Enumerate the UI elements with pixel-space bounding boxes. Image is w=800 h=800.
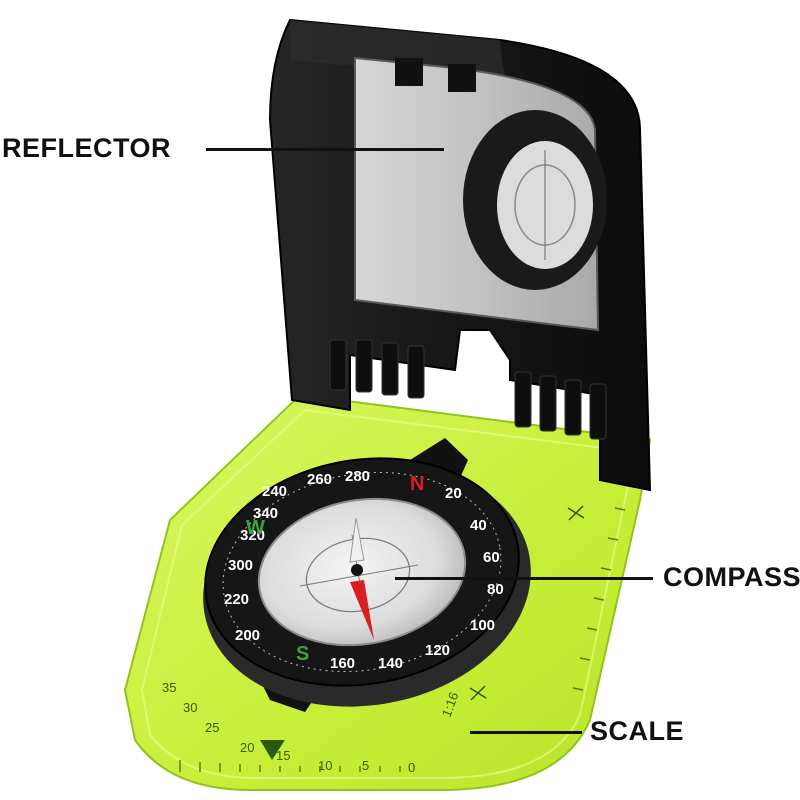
mirror-compass-reflection bbox=[463, 110, 607, 290]
bezel-degree: 300 bbox=[228, 557, 253, 574]
ruler-number: 30 bbox=[183, 700, 197, 715]
bezel-degree: 340 bbox=[253, 505, 278, 522]
compass-label: COMPASS bbox=[663, 562, 800, 592]
ruler-ticks bbox=[179, 760, 401, 772]
bezel-degree: 220 bbox=[224, 591, 249, 608]
cardinal-north: N bbox=[410, 473, 424, 495]
cardinal-west: W bbox=[246, 517, 265, 539]
ruler-number: 5 bbox=[362, 758, 369, 773]
bezel-degree: 200 bbox=[235, 627, 260, 644]
compass-needle-north-icon bbox=[349, 517, 365, 563]
ruler-number: 35 bbox=[162, 680, 176, 695]
bezel-degree: 140 bbox=[378, 655, 403, 672]
ruler-number: 20 bbox=[240, 740, 254, 755]
ruler-number: 25 bbox=[205, 720, 219, 735]
compass-housing: 240 260 280 20 40 60 80 100 120 140 160 … bbox=[203, 438, 531, 712]
bezel-degree: 320 bbox=[240, 527, 265, 544]
bezel-degree: 120 bbox=[425, 642, 450, 659]
scale-label: SCALE bbox=[590, 716, 685, 746]
reflector-lid bbox=[268, 18, 652, 492]
cardinal-south: S bbox=[296, 643, 309, 665]
bezel-degree: 100 bbox=[470, 617, 495, 634]
bezel-degree: 60 bbox=[483, 549, 500, 566]
bezel-degree: 40 bbox=[470, 517, 487, 534]
bezel-degree: 240 bbox=[262, 483, 287, 500]
scale-callout-line bbox=[470, 731, 582, 734]
compass-needle-south-icon bbox=[350, 580, 374, 640]
crosshair-mark bbox=[469, 505, 585, 701]
reflector-callout-line bbox=[206, 148, 444, 151]
bezel-degree: 20 bbox=[445, 485, 462, 502]
bezel-degree: 280 bbox=[345, 468, 370, 485]
ruler-number: 0 bbox=[408, 760, 415, 775]
bezel-degree: 260 bbox=[307, 471, 332, 488]
reflector-label: REFLECTOR bbox=[2, 133, 172, 163]
ruler-number: 15 bbox=[276, 748, 290, 763]
bezel-degree: 80 bbox=[487, 581, 504, 598]
compass-callout-line bbox=[395, 577, 653, 580]
direction-arrow-icon bbox=[260, 740, 285, 760]
ruler-number: 10 bbox=[318, 758, 332, 773]
bezel-degree: 160 bbox=[330, 655, 355, 672]
